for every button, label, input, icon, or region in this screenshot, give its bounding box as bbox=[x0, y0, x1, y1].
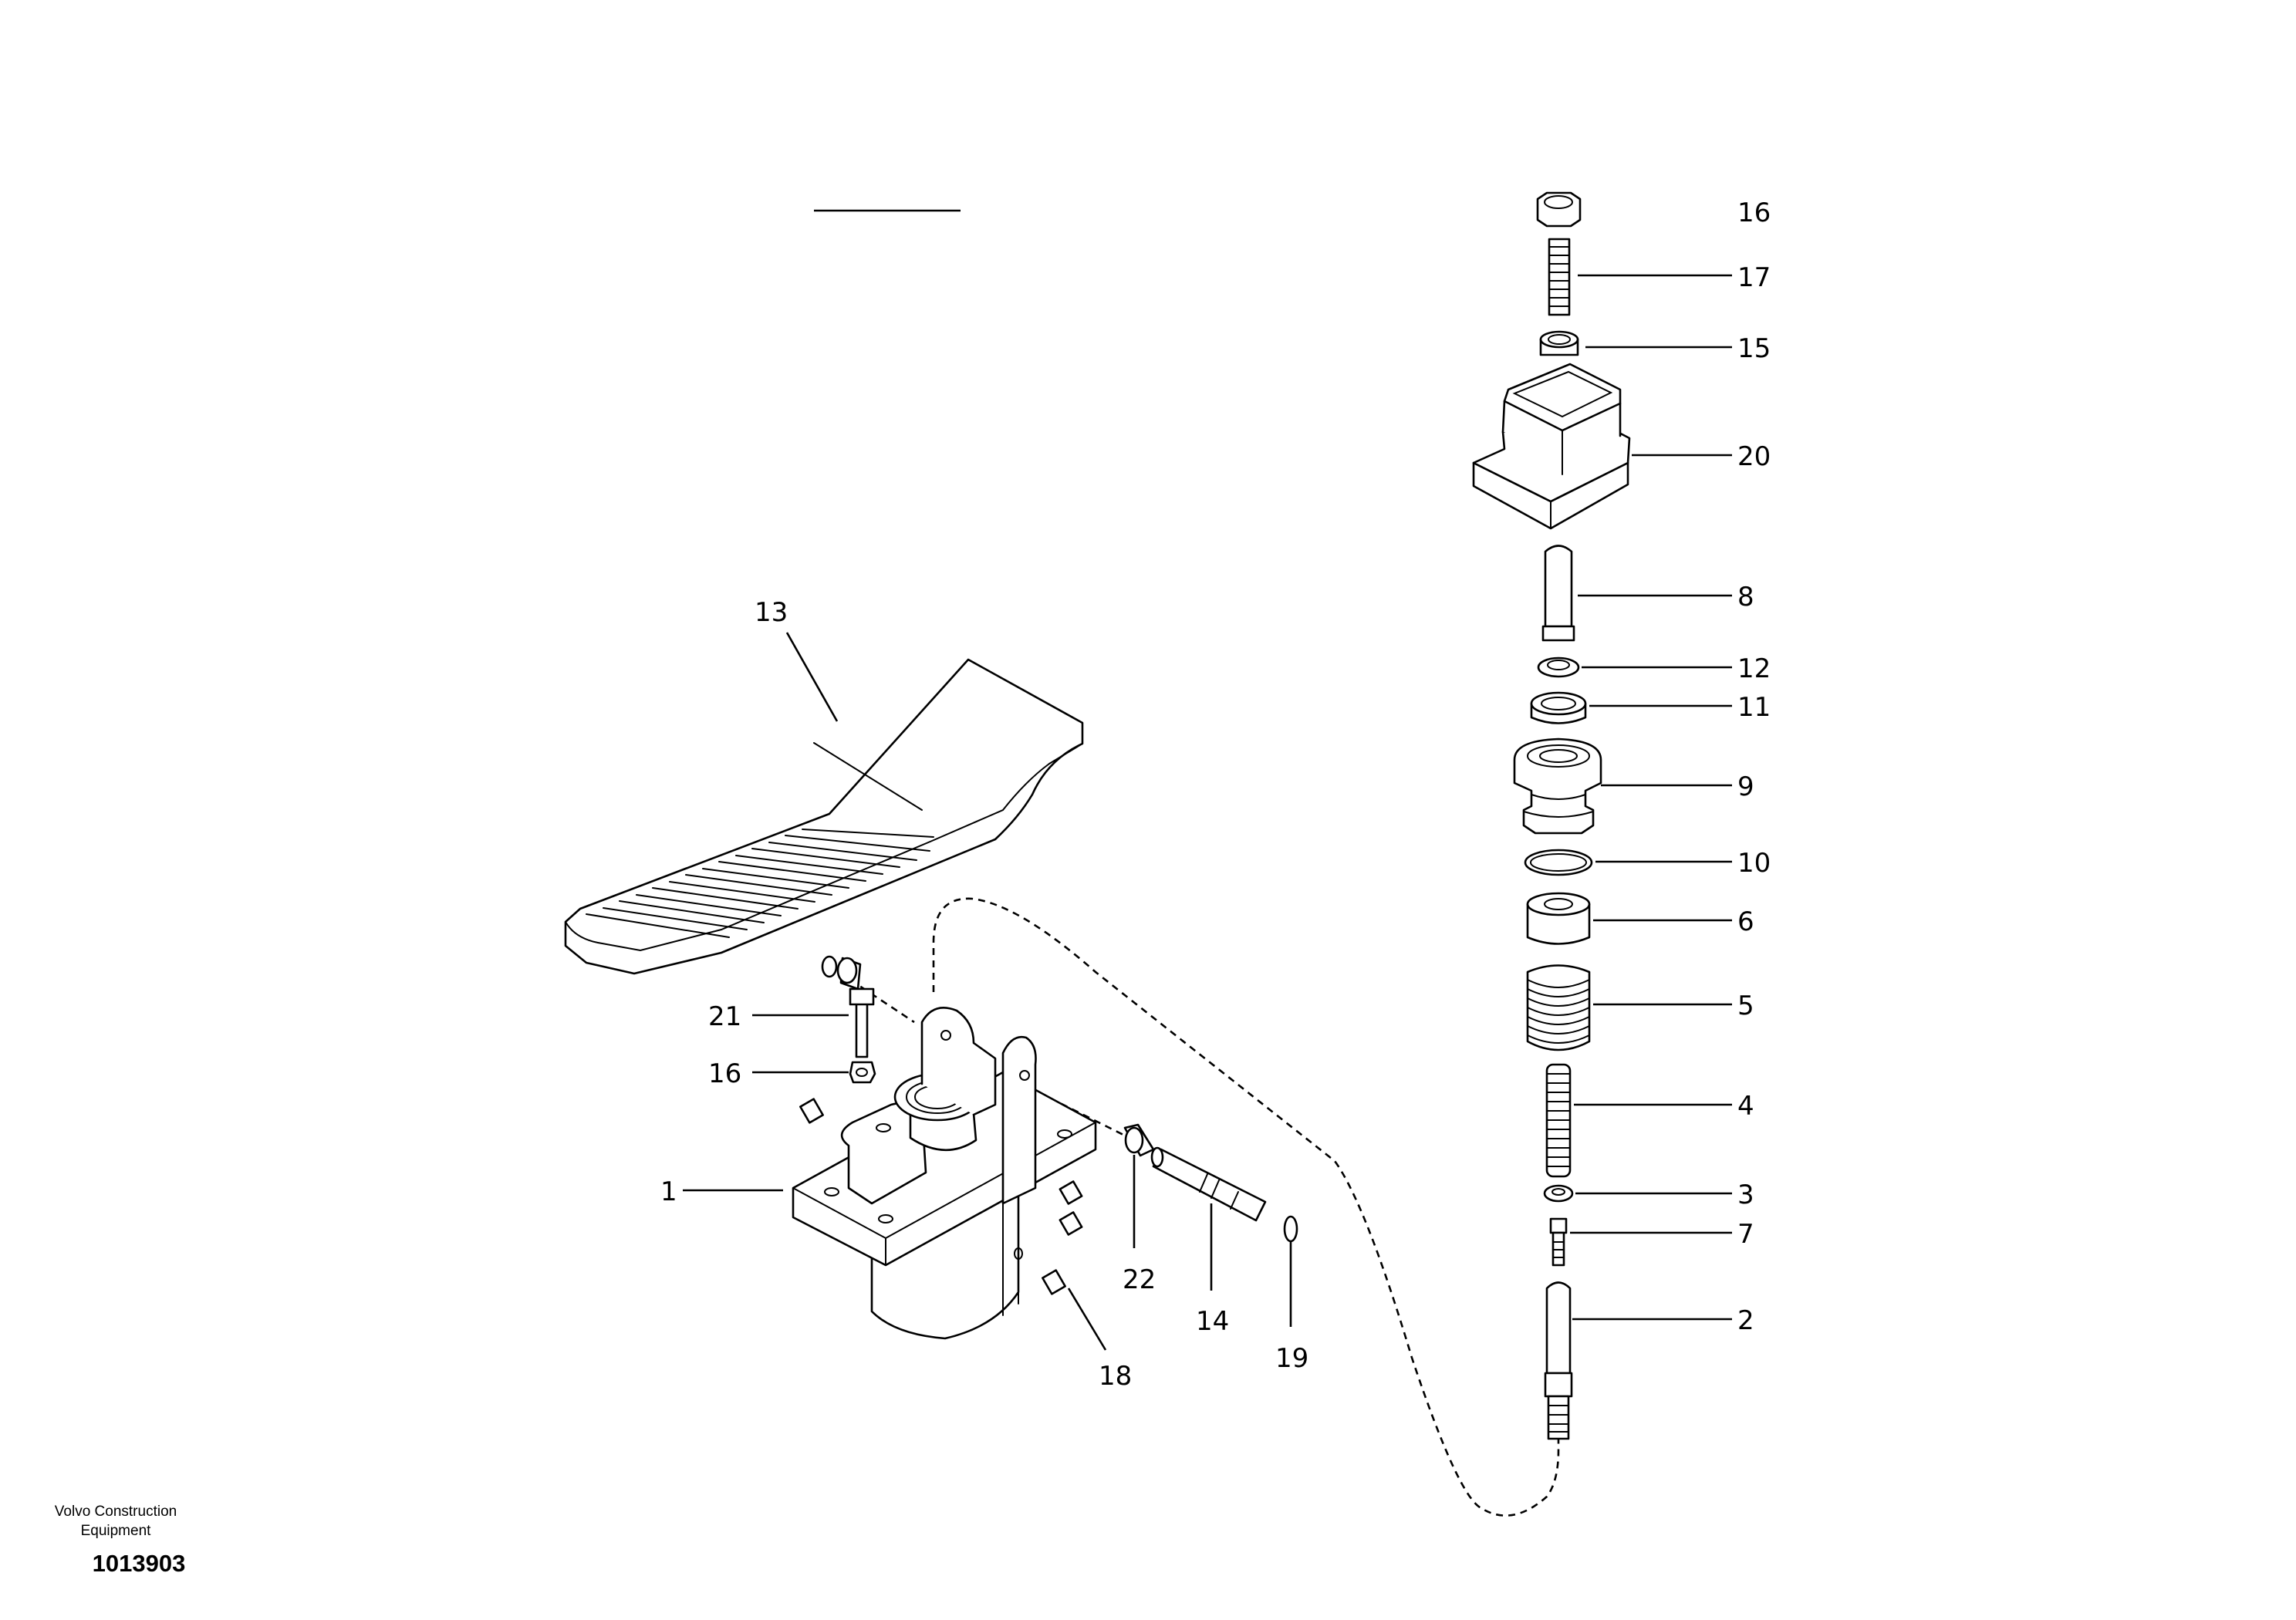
callout-2: 2 bbox=[1737, 1305, 1754, 1336]
callout-6: 6 bbox=[1737, 906, 1754, 937]
pedal-pad bbox=[564, 658, 1084, 975]
bushing-path bbox=[849, 978, 915, 1024]
callout-18: 18 bbox=[1099, 1361, 1132, 1392]
adjusting-screw bbox=[1548, 238, 1571, 316]
callout-numbers: 16 17 15 20 8 12 11 9 10 6 5 4 3 7 2 13 … bbox=[660, 197, 1771, 1392]
set-screws bbox=[799, 1098, 1083, 1295]
return-spring bbox=[1526, 964, 1591, 1051]
brand-line-1: Volvo Construction bbox=[55, 1504, 177, 1520]
brand-block: Volvo Construction Equipment 1013903 bbox=[55, 1504, 186, 1577]
seal-ring bbox=[1530, 691, 1587, 724]
callout-22: 22 bbox=[1123, 1264, 1156, 1295]
plunger bbox=[1541, 545, 1575, 642]
leader-lines bbox=[683, 209, 1732, 1351]
pedal-ribs bbox=[586, 829, 934, 938]
washer bbox=[1543, 1184, 1574, 1203]
callout-16-housing: 16 bbox=[708, 1058, 741, 1089]
pedal-housing bbox=[792, 1007, 1097, 1340]
assembly-path bbox=[932, 897, 1560, 1517]
callout-3: 3 bbox=[1737, 1180, 1754, 1210]
lock-washer bbox=[1539, 330, 1579, 356]
callout-12: 12 bbox=[1737, 653, 1771, 684]
plug-guide bbox=[1513, 737, 1602, 835]
top-nut bbox=[1536, 191, 1582, 228]
rubber-boot bbox=[1472, 363, 1631, 530]
callout-15: 15 bbox=[1737, 333, 1771, 364]
callout-8: 8 bbox=[1737, 582, 1754, 613]
small-screw bbox=[1549, 1217, 1568, 1267]
plunger-seal bbox=[1537, 656, 1580, 678]
drawing-number: 1013903 bbox=[93, 1550, 186, 1577]
housing-bolt bbox=[849, 987, 876, 1084]
callout-5: 5 bbox=[1737, 991, 1754, 1021]
callout-10: 10 bbox=[1737, 848, 1771, 879]
secondary-spring bbox=[1545, 1063, 1572, 1178]
callout-17: 17 bbox=[1737, 262, 1771, 293]
callout-11: 11 bbox=[1737, 692, 1771, 723]
pin-assembly bbox=[1123, 1123, 1298, 1243]
callout-19: 19 bbox=[1275, 1343, 1308, 1374]
callout-20: 20 bbox=[1737, 441, 1771, 472]
callout-7: 7 bbox=[1737, 1219, 1754, 1250]
callout-13: 13 bbox=[755, 597, 788, 628]
callout-9: 9 bbox=[1737, 771, 1754, 802]
callout-21: 21 bbox=[708, 1001, 741, 1032]
spring-seat bbox=[1526, 892, 1591, 945]
callout-1: 1 bbox=[660, 1176, 677, 1207]
callout-14: 14 bbox=[1196, 1306, 1229, 1337]
callout-4: 4 bbox=[1737, 1091, 1754, 1122]
o-ring bbox=[1524, 849, 1593, 876]
upper-bushing bbox=[821, 955, 862, 991]
spool bbox=[1544, 1281, 1573, 1440]
brand-line-2: Equipment bbox=[81, 1523, 152, 1539]
callout-16-top: 16 bbox=[1737, 197, 1771, 228]
